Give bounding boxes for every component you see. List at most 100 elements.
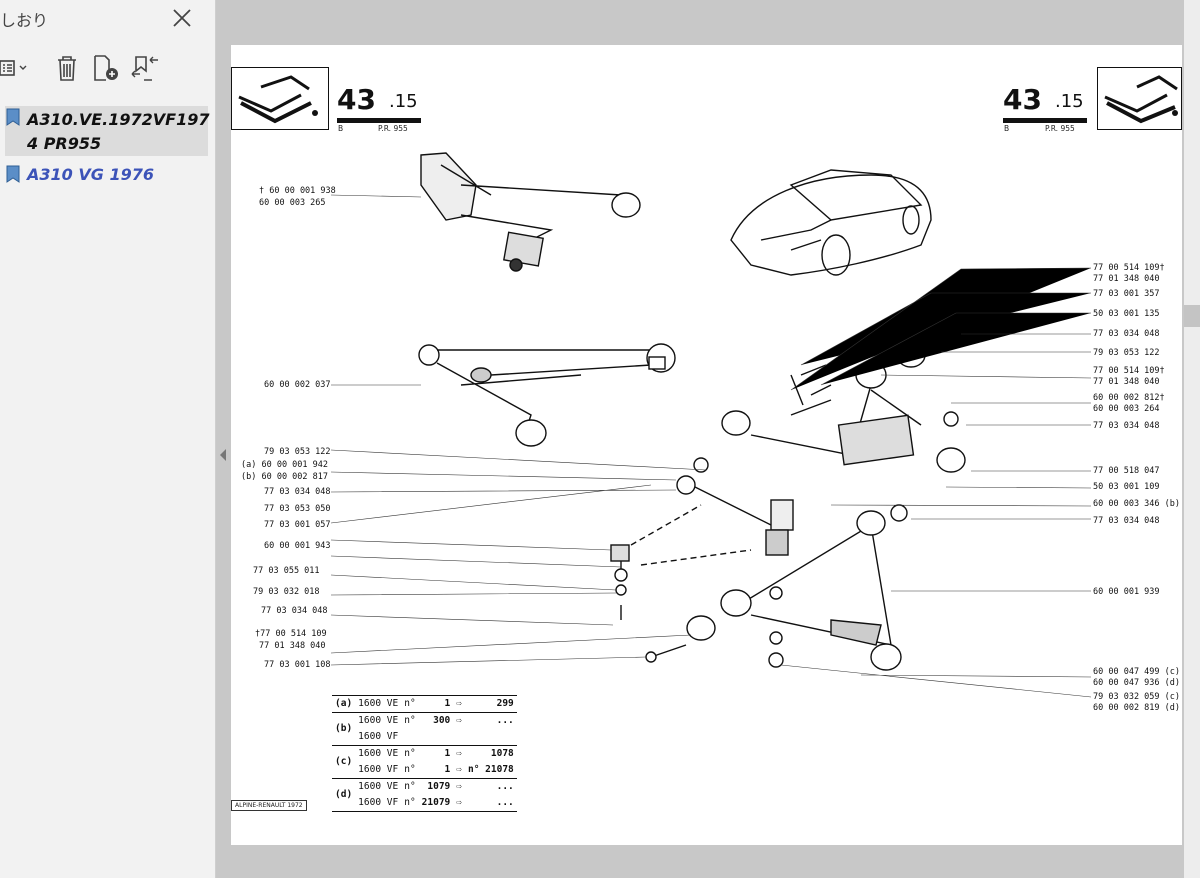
part-ref-left-5: (a) 60 00 001 942 [241,460,328,470]
exploded-parts-diagram [330,152,1092,698]
bookmarks-panel: しおり A310.VE.1972VF1974 PR955 [0,0,216,878]
legend-model: 1600 VE [355,745,402,762]
part-ref-left-12: 79 03 032 018 [253,587,320,597]
part-ref-right-12: 77 00 518 047 [1093,466,1160,476]
scrollbar-thumb[interactable] [1184,305,1200,327]
options-menu-icon[interactable] [0,52,32,84]
bookmark-item-a310-vg[interactable]: A310 VG 1976 [5,163,208,189]
bookmark-label: A310 VG 1976 [27,165,154,184]
legend-row: (c) 1600 VE n° 1 ⇨ 1078 [332,745,517,779]
legend-key: (b) [332,712,356,746]
bookmark-item-a310-ve[interactable]: A310.VE.1972VF1974 PR955 [5,106,210,156]
arrow-icon: ⇨ [453,778,466,795]
legend-row: (d) 1600 VE n° 1079 ⇨ ... [332,778,517,812]
legend-model: 1600 VF [358,731,399,742]
legend-model: 1600 VF [358,797,399,808]
delete-icon[interactable] [53,52,81,84]
legend-to: ... [465,778,517,795]
legend-n: n° [401,712,419,729]
part-ref-right-18: 60 00 047 936 (d) [1093,678,1180,688]
legend-model: 1600 VE [355,695,402,713]
variant-legend-table: (a) 1600 VE n° 1 ⇨ 299 (b) 1600 VE n° 30… [332,695,517,812]
sub-right-b: B [1004,124,1010,133]
part-ref-left-8: 77 03 053 050 [264,504,331,514]
legend-model: 1600 VE [355,712,402,729]
arrow-icon: ⇨ [453,712,466,729]
part-ref-right-1: 77 00 514 109† [1093,263,1165,273]
arm-thumbnail-right [1097,67,1182,130]
legend-to: 1078 [465,745,517,762]
legend-row: 1600 VF n° 1 ⇨ n° 21078 [332,762,517,779]
arrow-icon: ⇨ [453,695,466,713]
legend-from: 1079 [418,778,454,795]
part-ref-left-7: 77 03 034 048 [264,487,331,497]
part-ref-left-15: 77 01 348 040 [259,641,326,651]
legend-from: 1 [418,695,454,713]
part-ref-left-16: 77 03 001 108 [264,660,331,670]
part-ref-right-9: 60 00 002 812† [1093,393,1165,403]
arrow-icon: ⇨ [453,745,466,762]
part-ref-right-7: 77 00 514 109† [1093,366,1165,376]
part-ref-left-13: 77 03 034 048 [261,606,328,616]
add-bookmark-icon[interactable] [92,52,122,84]
legend-from: 300 [418,712,454,729]
legend-n: n° [404,764,416,775]
part-ref-left-6: (b) 60 00 002 817 [241,472,328,482]
legend-to: ... [496,797,514,808]
part-ref-right-11: 77 03 034 048 [1093,421,1160,431]
page-number-left: 43 [337,83,376,116]
legend-n: n° [401,695,419,713]
page-number-right-suffix: .15 [1055,91,1084,112]
vertical-scrollbar[interactable] [1184,0,1200,878]
collapse-panel-icon[interactable] [219,448,227,462]
footer-credit: ALPINE-RENAULT 1972 [231,800,307,811]
panel-toolbar [0,52,215,88]
sub-right-pr: P.R. 955 [1045,124,1075,133]
close-icon[interactable] [170,6,194,30]
part-ref-right-5: 77 03 034 048 [1093,329,1160,339]
legend-row: (a) 1600 VE n° 1 ⇨ 299 [332,695,517,713]
legend-row: 1600 VF n° 21079 ⇨ ... [332,795,517,812]
legend-to: ... [465,712,517,729]
sub-left-b: B [338,124,344,133]
legend-from: 21079 [421,797,451,808]
part-ref-right-14: 60 00 003 346 (b) [1093,499,1180,509]
page-number-underline [1003,118,1087,123]
expand-bookmark-icon[interactable] [130,52,162,84]
page-number-left-suffix: .15 [389,91,418,112]
part-ref-left-9: 77 03 001 057 [264,520,331,530]
page-number-right: 43 [1003,83,1042,116]
legend-key: (d) [332,778,356,812]
part-ref-right-6: 79 03 053 122 [1093,348,1160,358]
part-ref-left-11: 77 03 055 011 [253,566,320,576]
part-ref-left-1: † 60 00 001 938 [259,186,336,196]
page-number-underline [337,118,421,123]
sub-left-pr: P.R. 955 [378,124,408,133]
part-ref-left-3: 60 00 002 037 [264,380,331,390]
legend-model: 1600 VE [355,778,402,795]
legend-row: (b) 1600 VE n° 300 ⇨ ... [332,712,517,746]
panel-title: しおり [0,11,49,30]
part-ref-left-10: 60 00 001 943 [264,541,331,551]
legend-from: 1 [444,764,451,775]
arrow-icon: ⇨ [456,764,463,775]
bookmark-icon [6,108,20,126]
part-ref-right-8: 77 01 348 040 [1093,377,1160,387]
part-ref-left-14: †77 00 514 109 [255,629,327,639]
part-ref-right-15: 77 03 034 048 [1093,516,1160,526]
bookmark-label: A310.VE.1972VF1974 PR955 [27,110,210,153]
part-ref-right-19: 79 03 032 059 (c) [1093,692,1180,702]
part-ref-left-4: 79 03 053 122 [264,447,331,457]
legend-from: 1 [418,745,454,762]
legend-n: n° [401,745,419,762]
legend-n: n° [404,797,416,808]
part-ref-right-3: 77 03 001 357 [1093,289,1160,299]
part-ref-right-13: 50 03 001 109 [1093,482,1160,492]
legend-key: (c) [332,745,356,779]
part-ref-right-2: 77 01 348 040 [1093,274,1160,284]
part-ref-right-17: 60 00 047 499 (c) [1093,667,1180,677]
bookmark-icon [6,165,20,183]
part-ref-left-2: 60 00 003 265 [259,198,326,208]
part-ref-right-20: 60 00 002 819 (d) [1093,703,1180,713]
part-ref-right-16: 60 00 001 939 [1093,587,1160,597]
